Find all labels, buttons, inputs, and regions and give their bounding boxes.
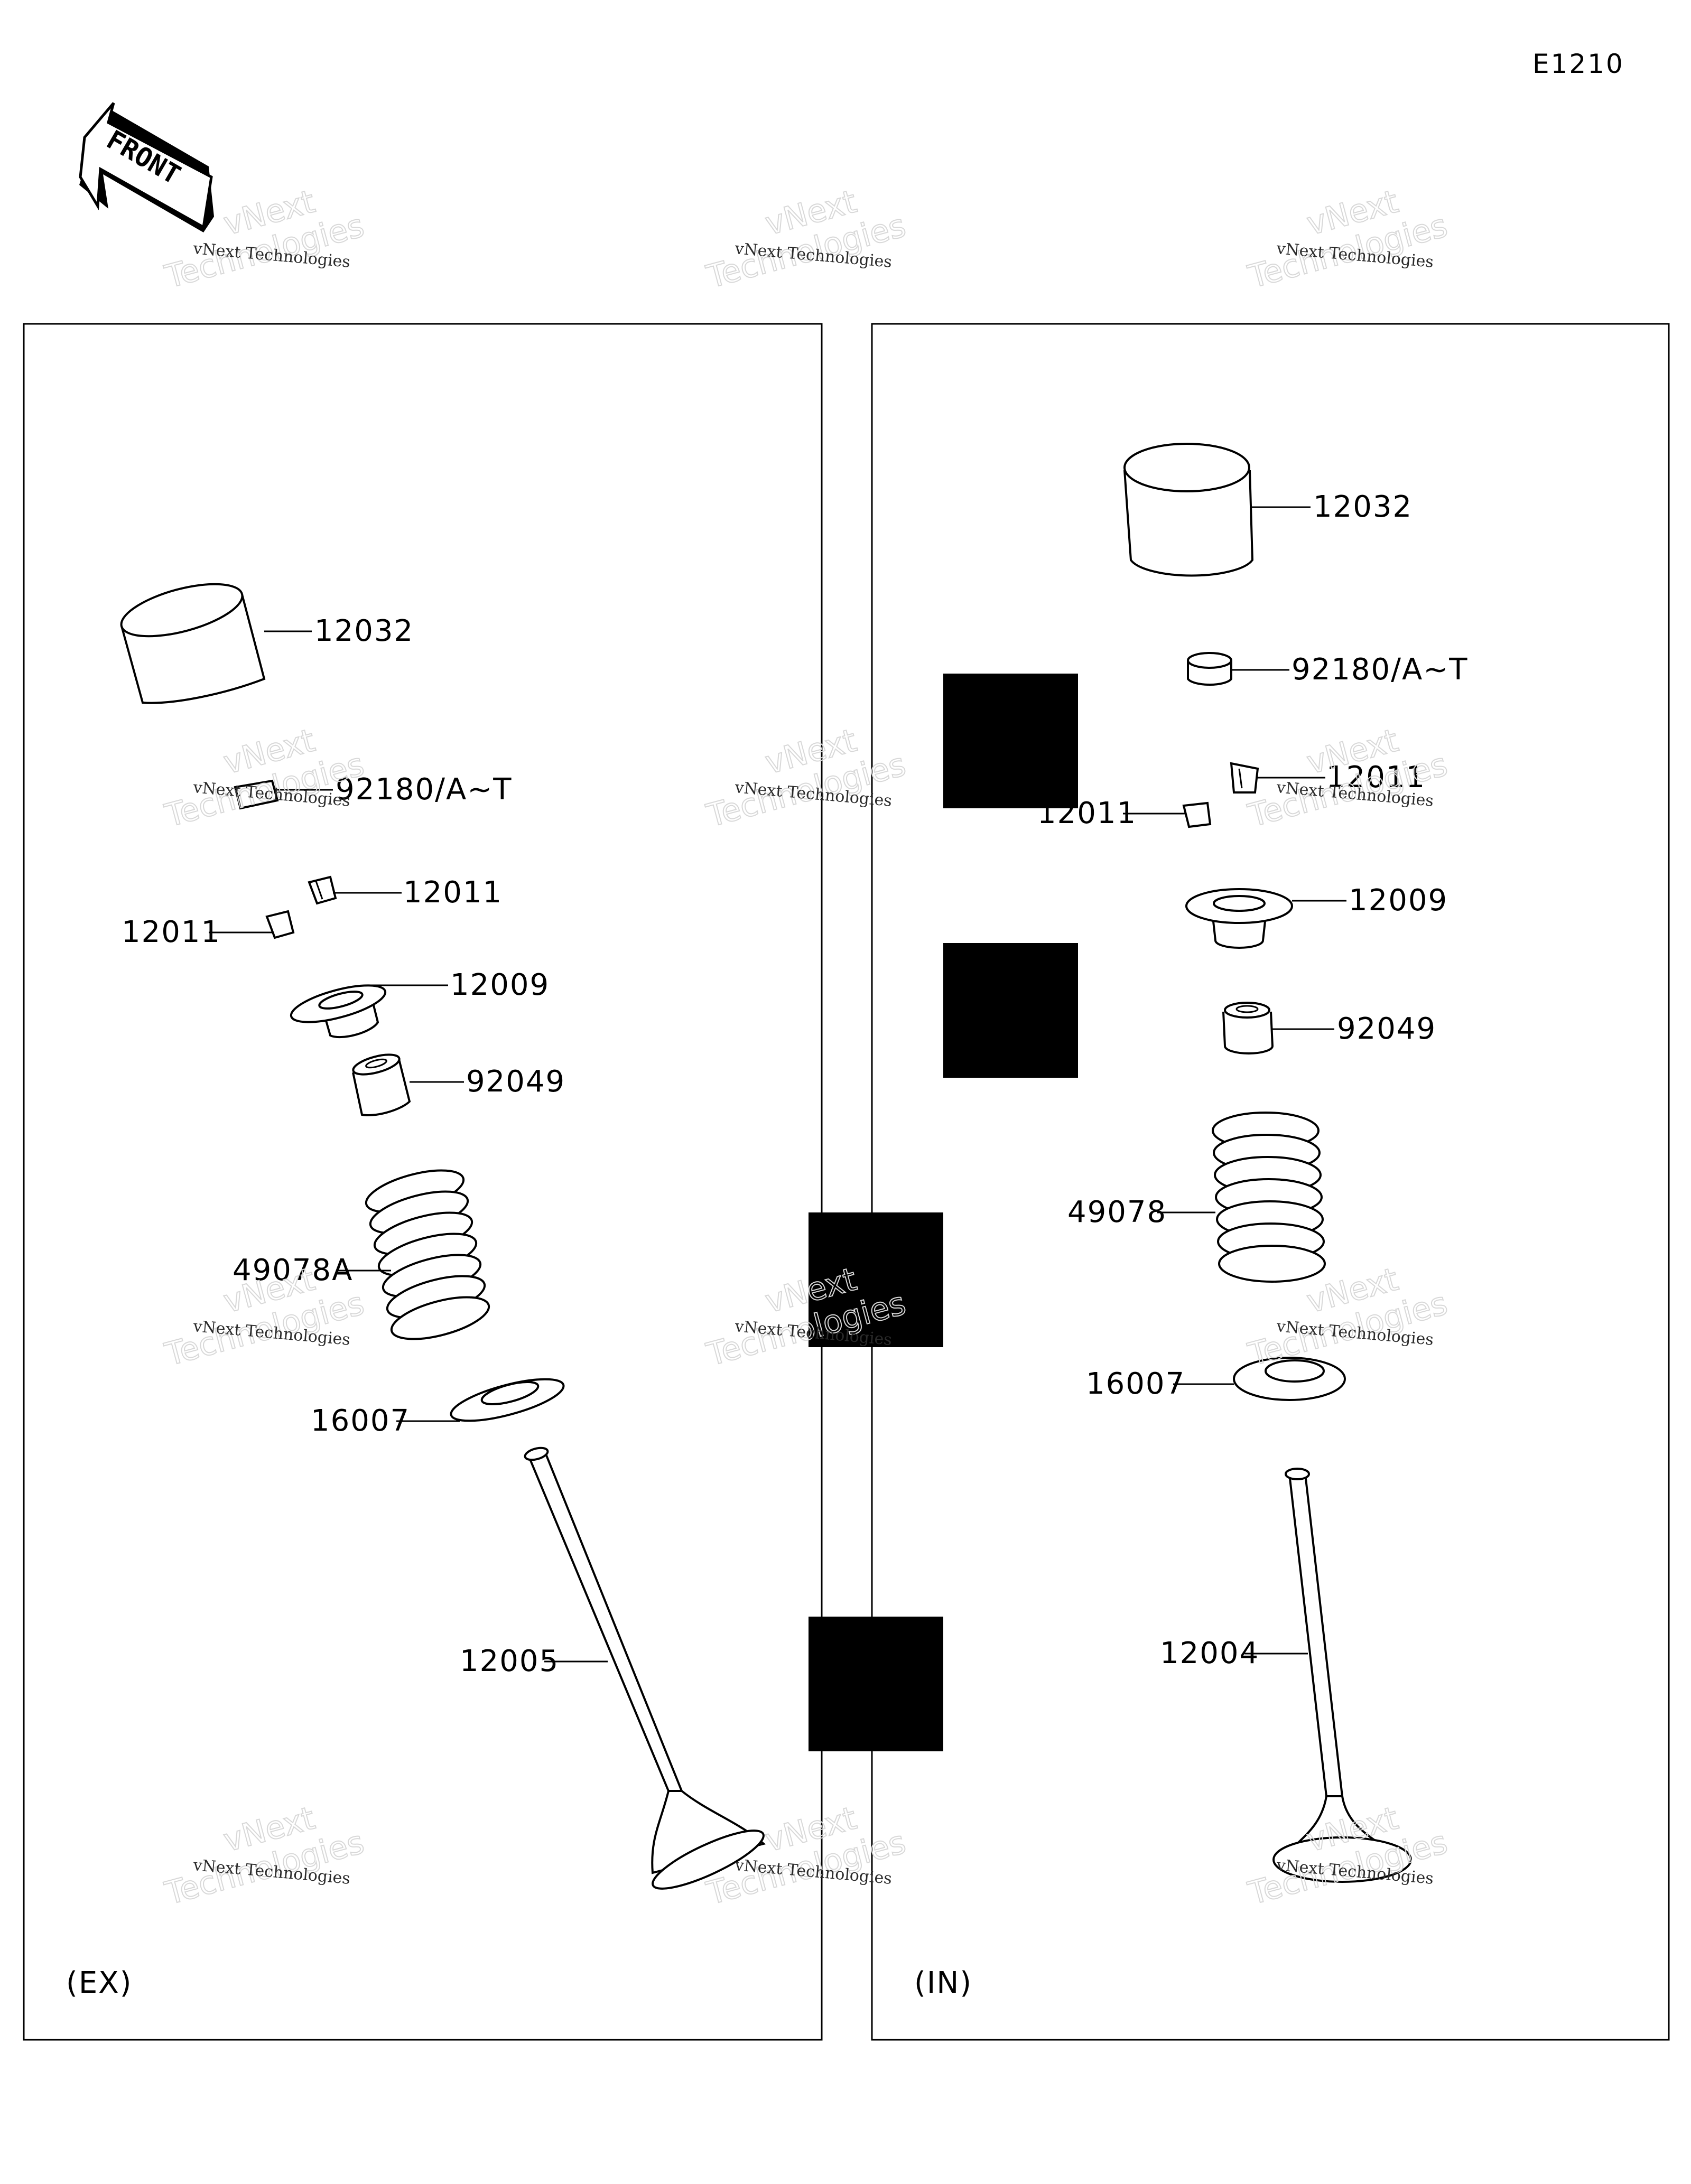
ex-valve-label: 12005 bbox=[460, 1644, 559, 1678]
redaction-block bbox=[809, 1617, 943, 1751]
ex-valve bbox=[524, 1446, 766, 1890]
in-cotter-lower bbox=[1123, 801, 1212, 828]
redaction-block bbox=[943, 674, 1078, 808]
in-spring-seat-label: 16007 bbox=[1086, 1367, 1185, 1401]
intake-panel bbox=[871, 323, 1670, 2041]
ex-tappet-label: 12032 bbox=[314, 614, 414, 648]
front-arrow-icon: FRONT bbox=[79, 102, 214, 232]
ex-retainer bbox=[290, 984, 448, 1039]
in-cotter-upper bbox=[1230, 762, 1325, 794]
in-tappet-label: 12032 bbox=[1313, 490, 1413, 524]
ex-shim-label: 92180/A~T bbox=[336, 772, 512, 807]
in-shim-label: 92180/A~T bbox=[1292, 652, 1468, 687]
redaction-block bbox=[943, 943, 1078, 1078]
ex-stem-seal bbox=[352, 1053, 464, 1117]
in-cotter-upper-label: 12011 bbox=[1326, 760, 1426, 795]
ex-cotter-upper-label: 12011 bbox=[403, 875, 503, 910]
in-caption: (IN) bbox=[914, 1966, 972, 2000]
ex-retainer-label: 12009 bbox=[450, 968, 550, 1002]
in-stem-seal-label: 92049 bbox=[1337, 1012, 1436, 1046]
redaction-block bbox=[809, 1212, 943, 1347]
in-tappet bbox=[1123, 443, 1311, 577]
ex-tappet bbox=[120, 583, 312, 704]
ex-cotter-upper bbox=[308, 875, 402, 905]
in-spring-label: 49078 bbox=[1067, 1195, 1167, 1229]
ex-spring-label: 49078A bbox=[233, 1253, 353, 1287]
ex-cotter-lower-label: 12011 bbox=[122, 915, 221, 949]
ex-spring-seat-label: 16007 bbox=[311, 1404, 410, 1438]
ex-spring bbox=[337, 1169, 490, 1340]
ex-shim bbox=[234, 779, 333, 810]
ex-cotter-lower bbox=[209, 910, 295, 939]
ex-stem-seal-label: 92049 bbox=[466, 1065, 565, 1099]
ex-spring-seat bbox=[396, 1378, 565, 1422]
in-valve bbox=[1244, 1468, 1412, 1883]
in-valve-label: 12004 bbox=[1160, 1636, 1259, 1670]
in-spring bbox=[1157, 1112, 1326, 1283]
ex-caption: (EX) bbox=[66, 1966, 132, 2000]
exhaust-panel bbox=[23, 323, 823, 2041]
in-cotter-lower-label: 12011 bbox=[1037, 796, 1137, 830]
in-spring-seat bbox=[1173, 1357, 1346, 1401]
in-retainer-label: 12009 bbox=[1349, 883, 1448, 918]
in-retainer bbox=[1185, 888, 1346, 949]
in-stem-seal bbox=[1222, 1002, 1334, 1054]
diagram-code: E1210 bbox=[1532, 49, 1624, 79]
in-shim bbox=[1187, 652, 1289, 686]
